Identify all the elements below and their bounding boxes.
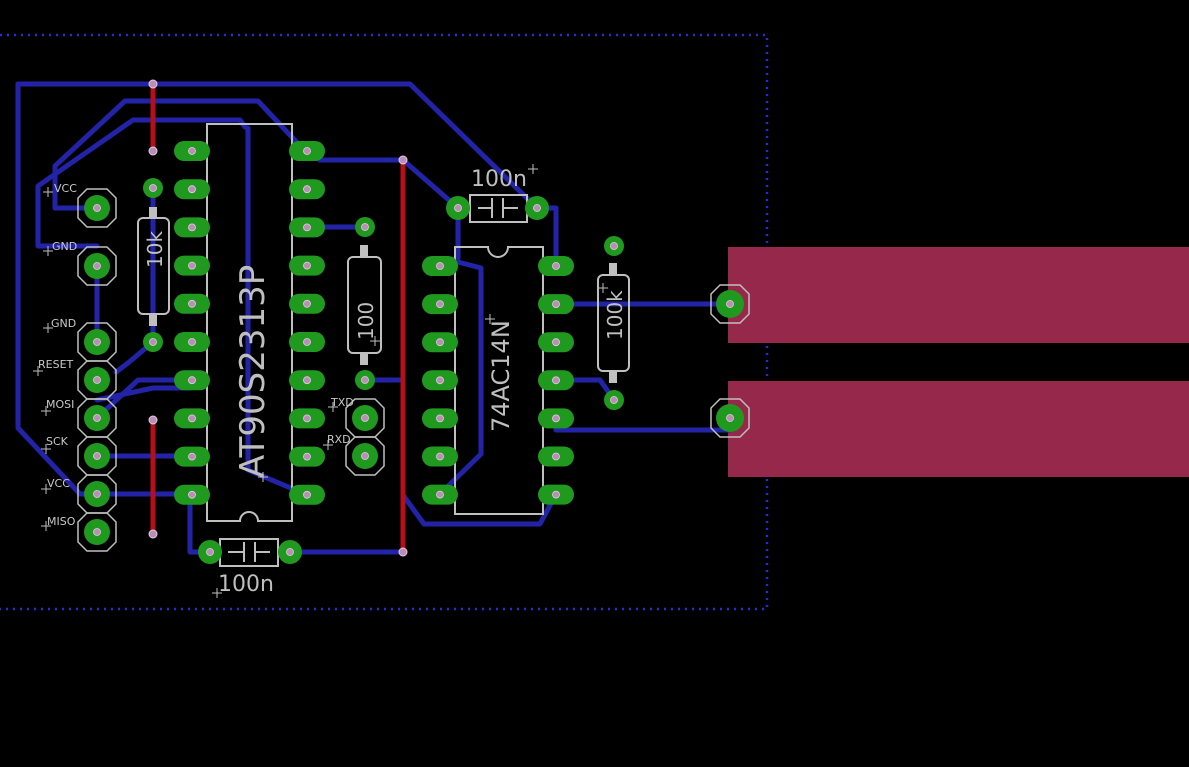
- inverter-pad: [422, 256, 458, 276]
- mcu-pad: [174, 179, 210, 200]
- resistor-pad: [355, 217, 375, 237]
- mcu-pad: [289, 408, 325, 429]
- electrode-bottom: [728, 381, 1189, 477]
- header-pad: [84, 367, 110, 393]
- header-pad: [84, 253, 110, 279]
- cap-c2-outline: [219, 538, 279, 567]
- mcu-pad: [289, 293, 325, 314]
- isp-header-outline: [77, 188, 750, 552]
- header-label-miso: MISO: [47, 515, 76, 528]
- mcu-pad: [174, 484, 210, 505]
- resistor-r1-label: 10k: [143, 231, 167, 268]
- mcu-outline: [206, 123, 293, 522]
- inverter-pad: [422, 370, 458, 391]
- capacitor-pad: [278, 540, 302, 564]
- mcu-pad: [174, 332, 210, 352]
- inverter-pad: [422, 294, 458, 315]
- resistor-pad: [355, 370, 375, 390]
- mcu-pad: [289, 255, 325, 276]
- inverter-pad: [422, 446, 458, 467]
- mcu-pad: [174, 293, 210, 314]
- top-traces: [150, 81, 406, 555]
- mcu-pad: [289, 370, 325, 391]
- header-label-mosi: MOSI: [46, 398, 74, 411]
- resistor-pad: [604, 390, 624, 410]
- mcu-pad: [289, 446, 325, 467]
- cap-c1-outline: [469, 194, 528, 223]
- header-label-sck: SCK: [46, 435, 69, 448]
- header-pad: [84, 481, 110, 507]
- header-label-gnd-1: GND: [52, 240, 77, 253]
- mcu-pad: [174, 217, 210, 238]
- pads: [84, 141, 744, 564]
- inverter-pad: [422, 484, 458, 505]
- resistor-leads: [149, 207, 617, 383]
- serial-pad: [352, 443, 378, 469]
- header-label-gnd-2: GND: [51, 317, 76, 330]
- mcu-label: AT90S2313P: [233, 265, 273, 478]
- resistor-pad: [604, 236, 624, 256]
- resistor-r2-label: 100: [354, 302, 378, 340]
- header-pad: [84, 519, 110, 545]
- resistor-r3-label: 100k: [603, 290, 627, 340]
- header-pad: [84, 405, 110, 431]
- board-outline: [0, 33, 769, 611]
- resistor-pad: [143, 332, 163, 352]
- inverter-pad: [538, 256, 574, 276]
- serial-label-rxd: RXD: [327, 433, 351, 446]
- electrode-pad: [716, 290, 744, 318]
- mcu-pad: [174, 370, 210, 391]
- inverter-outline: [454, 246, 544, 515]
- serial-label-txd: TXD: [330, 396, 354, 409]
- capacitor-pad: [198, 540, 222, 564]
- header-label-reset: RESET: [38, 358, 74, 371]
- header-label-vcc-1: VCC: [54, 182, 77, 195]
- mcu-pad: [289, 141, 325, 161]
- mcu-pad: [174, 255, 210, 276]
- header-pad: [84, 443, 110, 469]
- capacitor-pad: [525, 196, 549, 220]
- mcu-pad: [174, 408, 210, 429]
- inverter-pad: [422, 408, 458, 429]
- inverter-pad: [538, 332, 574, 353]
- inverter-pad: [538, 484, 574, 505]
- capacitor-c1-label: 100n: [471, 167, 527, 192]
- origin-crosses: [33, 164, 608, 598]
- serial-pad: [352, 405, 378, 431]
- mcu-pad: [289, 217, 325, 238]
- header-pad: [84, 329, 110, 355]
- inverter-label: 74AC14N: [487, 320, 515, 432]
- mcu-pad: [289, 332, 325, 352]
- inverter-pad: [538, 294, 574, 315]
- mcu-pad: [289, 179, 325, 200]
- inverter-pad: [538, 370, 574, 391]
- vias: [148, 79, 408, 557]
- header-pad: [84, 195, 110, 221]
- electrode-pad: [716, 404, 744, 432]
- header-label-vcc-2: VCC: [47, 477, 70, 490]
- resistor-pad: [143, 178, 163, 198]
- inverter-pad: [538, 446, 574, 467]
- mcu-pad: [289, 484, 325, 505]
- inverter-pad: [422, 332, 458, 353]
- inverter-pad: [538, 408, 574, 429]
- capacitor-pad: [446, 196, 470, 220]
- capacitor-c2-label: 100n: [218, 572, 274, 597]
- mcu-pad: [174, 446, 210, 467]
- mcu-pad: [174, 141, 210, 161]
- electrode-top: [728, 247, 1189, 343]
